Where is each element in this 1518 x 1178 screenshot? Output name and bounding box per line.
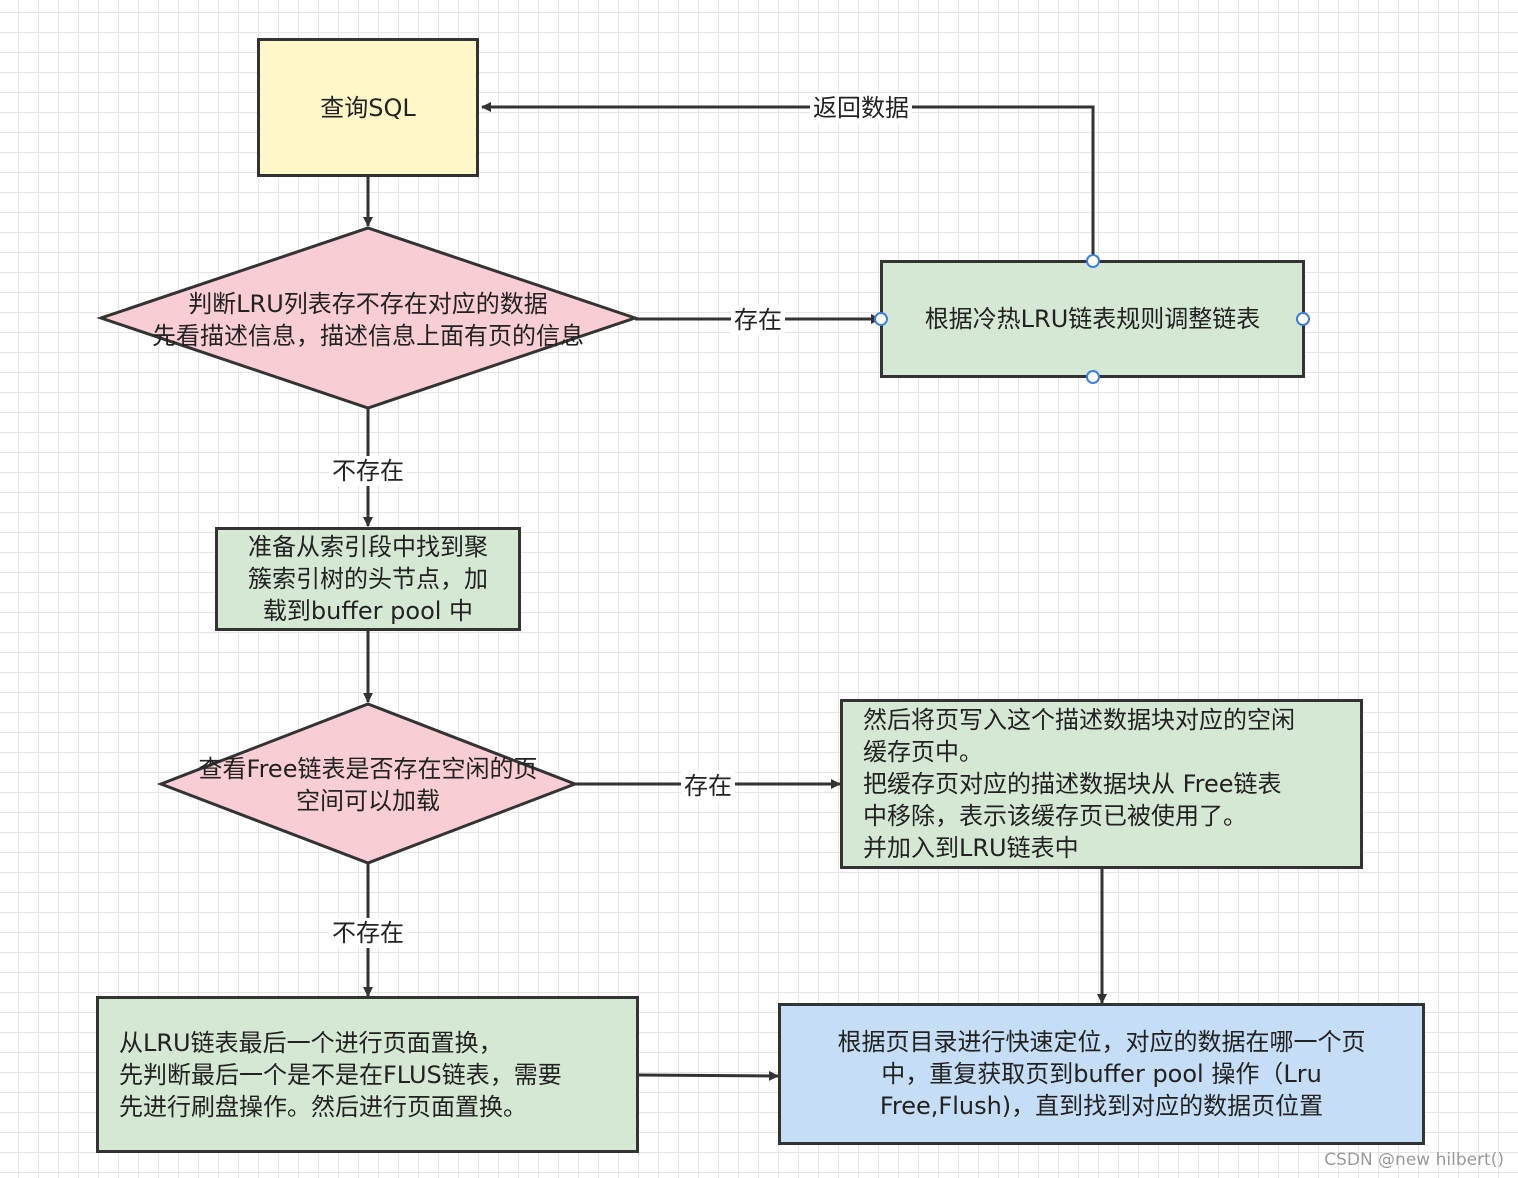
node-locate-page[interactable]: 根据页目录进行快速定位，对应的数据在哪一个页 中，重复获取页到buffer po…: [778, 1003, 1425, 1145]
handle-right[interactable]: [1296, 312, 1310, 326]
edge-label-exists-1: 存在: [731, 305, 785, 335]
handle-left[interactable]: [874, 312, 888, 326]
node-write-page-text: 然后将页写入这个描述数据块对应的空闲 缓存页中。 把缓存页对应的描述数据块从 F…: [863, 706, 1295, 862]
node-write-page[interactable]: 然后将页写入这个描述数据块对应的空闲 缓存页中。 把缓存页对应的描述数据块从 F…: [840, 699, 1363, 869]
edge-label-not-exists-2: 不存在: [329, 918, 407, 948]
node-query-sql[interactable]: 查询SQL: [257, 38, 479, 177]
decision-lru-text: 判断LRU列表存不存在对应的数据 先看描述信息，描述信息上面有页的信息: [152, 290, 584, 350]
edge-label-not-exists-1: 不存在: [329, 456, 407, 486]
edge-replace-to-locate: [637, 1070, 779, 1081]
node-locate-page-text: 根据页目录进行快速定位，对应的数据在哪一个页 中，重复获取页到buffer po…: [837, 1028, 1366, 1120]
node-adjust-lru-text: 根据冷热LRU链表规则调整链表: [924, 305, 1261, 333]
watermark: CSDN @new hilbert(): [1324, 1150, 1504, 1170]
node-prepare-load-text: 准备从索引段中找到聚 簇索引树的头节点，加 载到buffer pool 中: [248, 533, 488, 625]
node-prepare-load[interactable]: 准备从索引段中找到聚 簇索引树的头节点，加 载到buffer pool 中: [215, 527, 521, 631]
node-lru-replace-text: 从LRU链表最后一个进行页面置换， 先判断最后一个是不是在FLUS链表，需要 先…: [119, 1028, 562, 1121]
node-query-sql-text: 查询SQL: [320, 93, 416, 122]
node-lru-replace[interactable]: 从LRU链表最后一个进行页面置换， 先判断最后一个是不是在FLUS链表，需要 先…: [96, 996, 639, 1153]
edge-return-data: [481, 102, 1095, 261]
decision-free-text: 查看Free链表是否存在空闲的页 空间可以加载: [198, 755, 538, 815]
handle-top[interactable]: [1086, 254, 1100, 268]
edge-label-exists-2: 存在: [681, 771, 735, 801]
handle-bottom[interactable]: [1086, 370, 1100, 384]
edge-label-return-data: 返回数据: [810, 93, 912, 123]
